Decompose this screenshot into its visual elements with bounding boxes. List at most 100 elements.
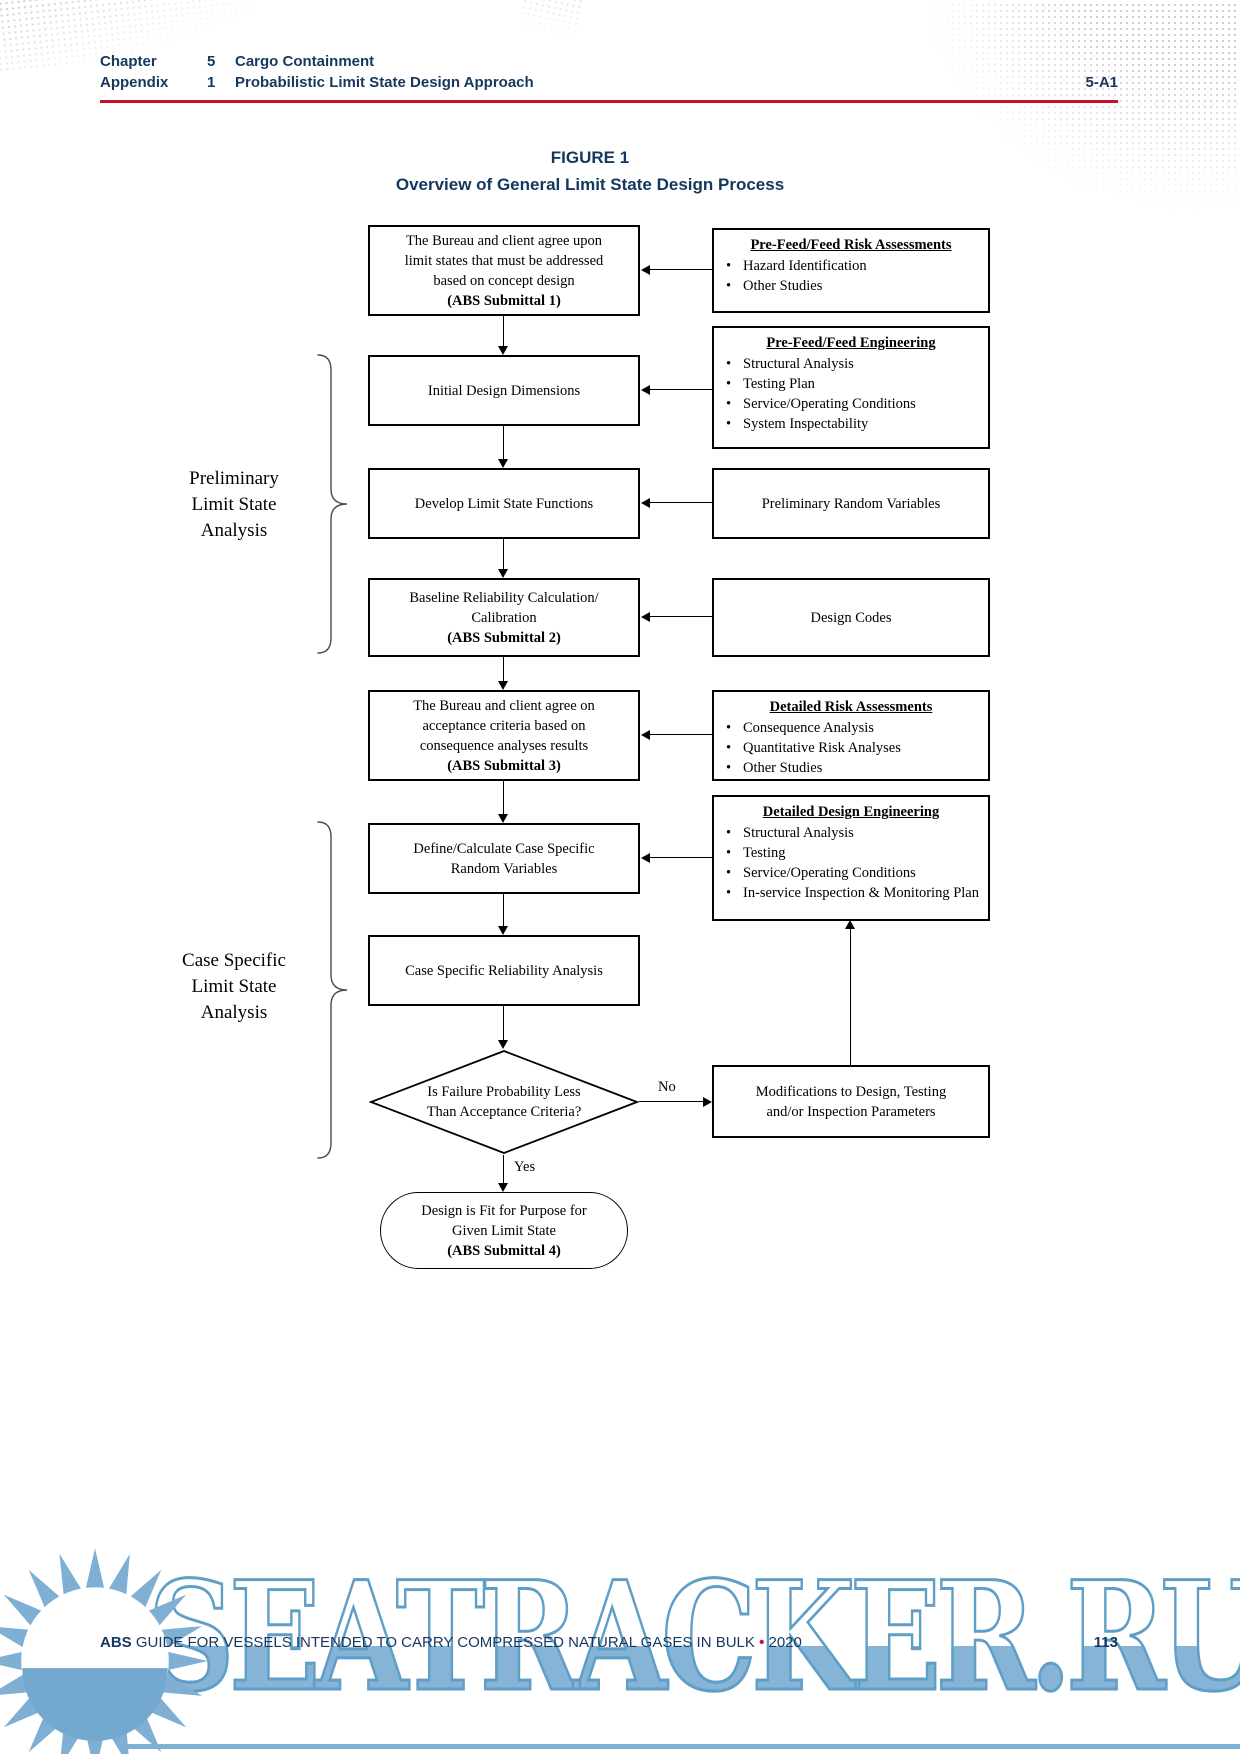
- seatracker-sun-logo: [0, 1548, 208, 1754]
- footer-page-number: 113: [1093, 1634, 1118, 1651]
- arrowhead-down: [498, 1040, 508, 1049]
- side-box-bullet: In-service Inspection & Monitoring Plan: [724, 883, 988, 903]
- connector-line: [650, 734, 712, 735]
- side-box-bullet: Service/Operating Conditions: [724, 863, 988, 883]
- flow-box-line: based on concept design: [433, 272, 575, 289]
- arrowhead-left: [641, 612, 650, 622]
- group-label-preliminary-limit-state-analysis: Preliminary Limit State Analysis: [163, 466, 305, 544]
- header-appendix-title: Probabilistic Limit State Design Approac…: [235, 74, 534, 91]
- footer-separator-dot: •: [759, 1634, 765, 1651]
- side-box-modifications: Modifications to Design, Testing and/or …: [712, 1065, 990, 1138]
- edge-label-no: No: [658, 1079, 676, 1095]
- flow-box-line: Define/Calculate Case Specific: [413, 840, 595, 857]
- group-label-line: Analysis: [200, 1002, 268, 1023]
- side-box-bullet: Other Studies: [724, 758, 988, 778]
- header-page-ref: 5-A1: [1085, 74, 1118, 91]
- flow-box-line: Random Variables: [450, 860, 558, 877]
- arrowhead-down: [498, 569, 508, 578]
- flow-box-initial-design-dimensions: Initial Design Dimensions: [368, 355, 640, 426]
- flow-box-line: acceptance criteria based on: [422, 717, 586, 734]
- connector-line: [650, 857, 712, 858]
- header-rule: [100, 100, 1118, 103]
- flow-box-submittal: (ABS Submittal 1): [447, 292, 561, 309]
- flow-box-submittal: (ABS Submittal 3): [447, 757, 561, 774]
- connector-line: [503, 894, 504, 926]
- flow-box-line: Case Specific Reliability Analysis: [405, 962, 603, 979]
- footer-guide-title: GUIDE FOR VESSELS INTENDED TO CARRY COMP…: [135, 1634, 755, 1651]
- flow-box-line: Is Failure Probability Less: [427, 1084, 581, 1100]
- header-appendix-number: 1: [207, 74, 216, 91]
- side-box-design-codes: Design Codes: [712, 578, 990, 657]
- group-label-line: Limit State: [191, 494, 277, 515]
- side-box-bullet-list: Hazard Identification Other Studies: [714, 256, 988, 296]
- flow-box-case-specific-reliability-analysis: Case Specific Reliability Analysis: [368, 935, 640, 1006]
- arrowhead-down: [498, 346, 508, 355]
- side-box-bullet-list: Structural Analysis Testing Service/Oper…: [714, 823, 988, 903]
- decision-text: Is Failure Probability Less Than Accepta…: [369, 1049, 639, 1155]
- flow-box-line: The Bureau and client agree upon: [405, 232, 603, 249]
- connector-line: [650, 269, 712, 270]
- arrowhead-left: [641, 853, 650, 863]
- footer-text: ABS GUIDE FOR VESSELS INTENDED TO CARRY …: [100, 1634, 802, 1651]
- side-box-prefeed-risk-assessments: Pre-Feed/Feed Risk Assessments Hazard Id…: [712, 228, 990, 313]
- side-box-prefeed-engineering: Pre-Feed/Feed Engineering Structural Ana…: [712, 326, 990, 449]
- figure-title: Overview of General Limit State Design P…: [395, 175, 785, 194]
- arrowhead-left: [641, 498, 650, 508]
- side-box-bullet: Quantitative Risk Analyses: [724, 738, 988, 758]
- flow-box-agree-limit-states: The Bureau and client agree upon limit s…: [368, 225, 640, 316]
- arrowhead-down: [498, 814, 508, 823]
- arrowhead-down: [498, 1183, 508, 1192]
- group-label-line: Preliminary: [189, 468, 279, 489]
- group-label-line: Limit State: [191, 976, 277, 997]
- header-chapter-label: Chapter: [100, 53, 157, 70]
- side-box-heading: Detailed Design Engineering: [762, 804, 940, 820]
- dot-wave-decoration-top-middle: [515, 0, 585, 44]
- flow-box-submittal: (ABS Submittal 2): [447, 629, 561, 646]
- side-box-detailed-design-engineering: Detailed Design Engineering Structural A…: [712, 795, 990, 921]
- decision-diamond-shape: [368, 1050, 640, 1154]
- flow-box-baseline-reliability: Baseline Reliability Calculation/ Calibr…: [368, 578, 640, 657]
- footer-year: 2020: [768, 1634, 802, 1651]
- connector-line: [850, 929, 851, 1065]
- side-box-detailed-risk-assessments: Detailed Risk Assessments Consequence An…: [712, 690, 990, 781]
- brace-preliminary-group: [317, 354, 348, 654]
- connector-line: [503, 1006, 504, 1040]
- side-box-bullet: Consequence Analysis: [724, 718, 988, 738]
- flow-box-line: Design is Fit for Purpose for: [421, 1202, 587, 1219]
- connector-line: [650, 502, 712, 503]
- flow-box-line: Baseline Reliability Calculation/: [409, 589, 599, 606]
- arrowhead-down: [498, 459, 508, 468]
- side-box-bullet: Hazard Identification: [724, 256, 988, 276]
- flow-box-line: Than Acceptance Criteria?: [426, 1104, 582, 1120]
- group-label-case-specific-limit-state-analysis: Case Specific Limit State Analysis: [158, 948, 310, 1026]
- connector-line: [639, 1101, 703, 1102]
- connector-line: [503, 781, 504, 814]
- flow-decision-failure-probability: Is Failure Probability Less Than Accepta…: [368, 1049, 640, 1155]
- side-box-bullet: Service/Operating Conditions: [724, 394, 988, 414]
- connector-line: [503, 315, 504, 346]
- side-box-bullet: System Inspectability: [724, 414, 988, 434]
- arrowhead-left: [641, 265, 650, 275]
- flow-box-line: Given Limit State: [452, 1222, 556, 1239]
- footer-brand: ABS: [100, 1634, 132, 1651]
- side-box-text: Modifications to Design, Testing: [755, 1083, 947, 1100]
- connector-line: [503, 657, 504, 681]
- side-box-bullet: Structural Analysis: [724, 823, 988, 843]
- side-box-preliminary-random-variables: Preliminary Random Variables: [712, 468, 990, 539]
- side-box-bullet: Testing: [724, 843, 988, 863]
- flow-box-line: Calibration: [471, 609, 537, 626]
- arrowhead-right: [703, 1097, 712, 1107]
- side-box-bullet-list: Consequence Analysis Quantitative Risk A…: [714, 718, 988, 778]
- flow-terminal-design-fit-for-purpose: Design is Fit for Purpose for Given Limi…: [380, 1192, 628, 1269]
- side-box-text: Design Codes: [810, 609, 892, 626]
- connector-line: [650, 389, 712, 390]
- edge-label-yes: Yes: [514, 1159, 536, 1175]
- group-label-line: Case Specific: [182, 950, 286, 971]
- connector-line: [503, 426, 504, 459]
- side-box-heading: Pre-Feed/Feed Engineering: [766, 335, 936, 351]
- arrowhead-down: [498, 926, 508, 935]
- connector-line: [503, 539, 504, 569]
- flow-box-line: consequence analyses results: [419, 737, 589, 754]
- arrowhead-left: [641, 730, 650, 740]
